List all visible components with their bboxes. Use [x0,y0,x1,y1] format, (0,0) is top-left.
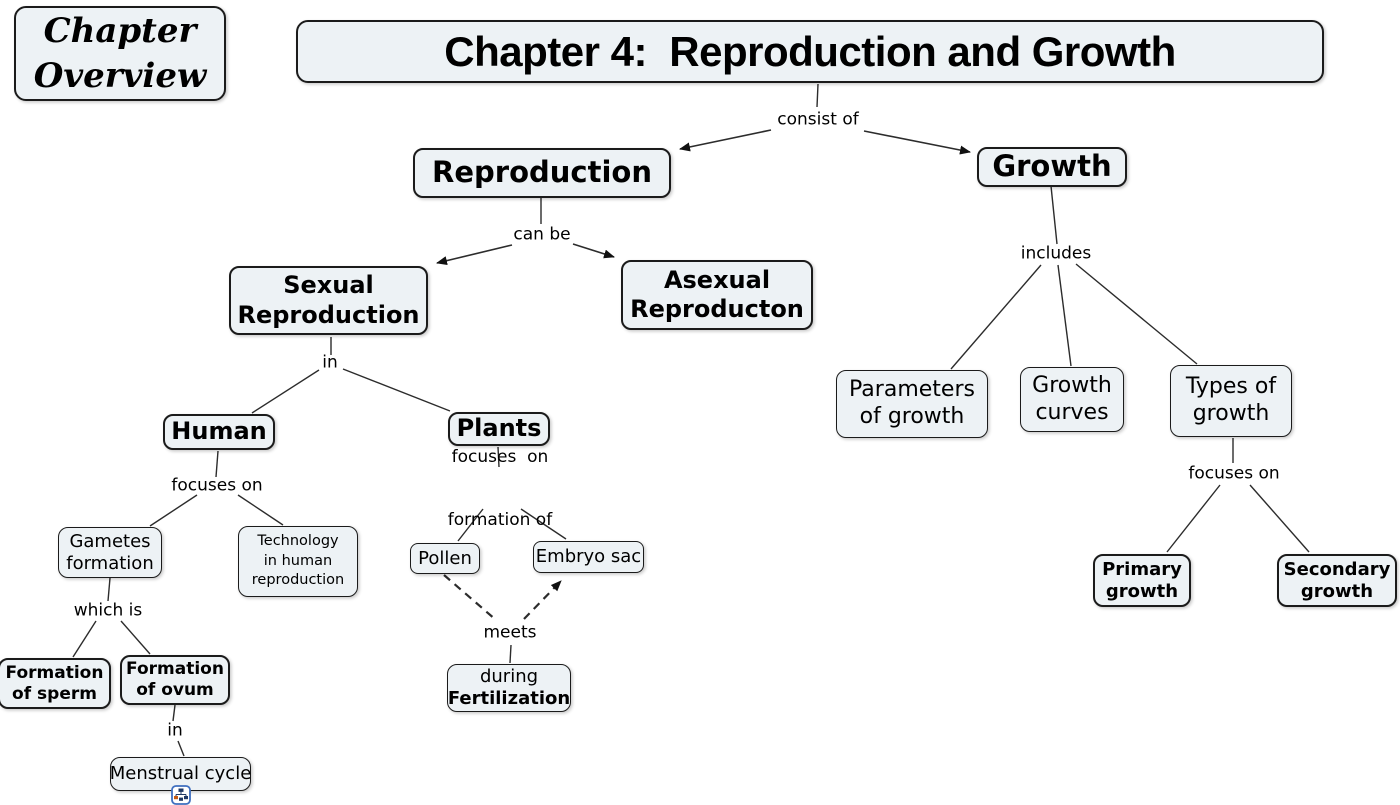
node-human[interactable]: Human [163,414,275,450]
node-gametes-formation[interactable]: Gametes formation [58,527,162,578]
node-label: reproduction [251,572,345,589]
node-during-fertilization[interactable]: during Fertilization [447,664,571,712]
link-label-focuses-on[interactable]: focuses on [1188,463,1280,484]
node-primary-growth[interactable]: Primary growth [1093,554,1191,607]
link-label-meets[interactable]: meets [483,622,537,643]
node-secondary-growth[interactable]: Secondary growth [1277,554,1397,607]
node-growth[interactable]: Growth [977,147,1127,187]
node-label: of growth [859,404,965,429]
node-plants[interactable]: Plants [448,412,550,446]
chapter-title-box[interactable]: Chapter 4: Reproduction and Growth [296,20,1324,83]
link-label-focuses-on-formation-of[interactable]: focuses on formation of [448,406,552,572]
node-label: growth [1192,401,1270,426]
node-label: formation [66,552,154,574]
node-label: curves [1035,399,1109,425]
node-label: Gametes [69,530,151,552]
node-label: Technology [257,533,339,550]
submap-attachment-icon[interactable] [171,785,191,805]
node-embryo-sac[interactable]: Embryo sac [533,541,644,573]
node-label: Human [171,417,267,446]
node-label: Plants [456,414,542,443]
node-label: Reproducton [630,295,804,323]
node-formation-of-ovum[interactable]: Formation of ovum [120,655,230,705]
node-label: Pollen [418,547,472,569]
link-label-line: formation of [447,509,553,530]
node-formation-of-sperm[interactable]: Formation of sperm [0,658,111,709]
link-label-line: focuses on [451,447,549,468]
node-label: Growth [1032,372,1112,398]
node-label: of sperm [12,683,97,704]
chapter-overview-line: Chapter [43,11,197,52]
node-label: Growth [992,149,1112,184]
link-label-can-be[interactable]: can be [513,224,571,245]
node-label: Sexual [283,271,374,300]
node-label: in human [263,552,333,569]
node-label: Reproduction [432,155,652,190]
node-pollen[interactable]: Pollen [410,543,480,574]
node-label: Fertilization [447,688,571,709]
node-label: Formation [5,662,104,683]
node-label: Parameters [849,377,975,403]
link-label-consist-of[interactable]: consist of [777,109,859,130]
link-label-includes[interactable]: includes [1020,243,1092,264]
node-label: Reproduction [237,300,420,329]
node-label: Menstrual cycle [109,763,252,785]
node-label: Formation [126,659,224,680]
link-label-which-is[interactable]: which is [73,600,143,621]
chapter-title-text: Chapter 4: Reproduction and Growth [444,27,1176,75]
node-growth-curves[interactable]: Growth curves [1020,367,1124,432]
node-label: Embryo sac [535,546,642,568]
node-label: of ovum [136,680,214,700]
node-label: growth [1105,580,1179,602]
node-label: Asexual [663,265,771,294]
node-label: Types of [1185,374,1277,400]
node-label: Secondary [1283,558,1391,580]
node-label: growth [1300,580,1374,602]
link-label-in[interactable]: in [167,720,183,741]
node-reproduction[interactable]: Reproduction [413,148,671,198]
link-label-in[interactable]: in [322,352,338,373]
node-label: during [479,666,539,688]
node-label: Primary [1102,558,1182,580]
node-asexual-reproduction[interactable]: Asexual Reproducton [621,260,813,330]
node-types-of-growth[interactable]: Types of growth [1170,365,1292,437]
node-menstrual-cycle[interactable]: Menstrual cycle [110,757,251,791]
node-sexual-reproduction[interactable]: Sexual Reproduction [229,266,428,335]
node-technology-in-human-reproduction[interactable]: Technology in human reproduction [238,526,358,597]
node-parameters-of-growth[interactable]: Parameters of growth [836,370,988,438]
link-label-focuses-on[interactable]: focuses on [171,475,263,496]
chapter-overview-box[interactable]: Chapter Overview [14,6,226,101]
chapter-overview-line: Overview [33,55,207,96]
